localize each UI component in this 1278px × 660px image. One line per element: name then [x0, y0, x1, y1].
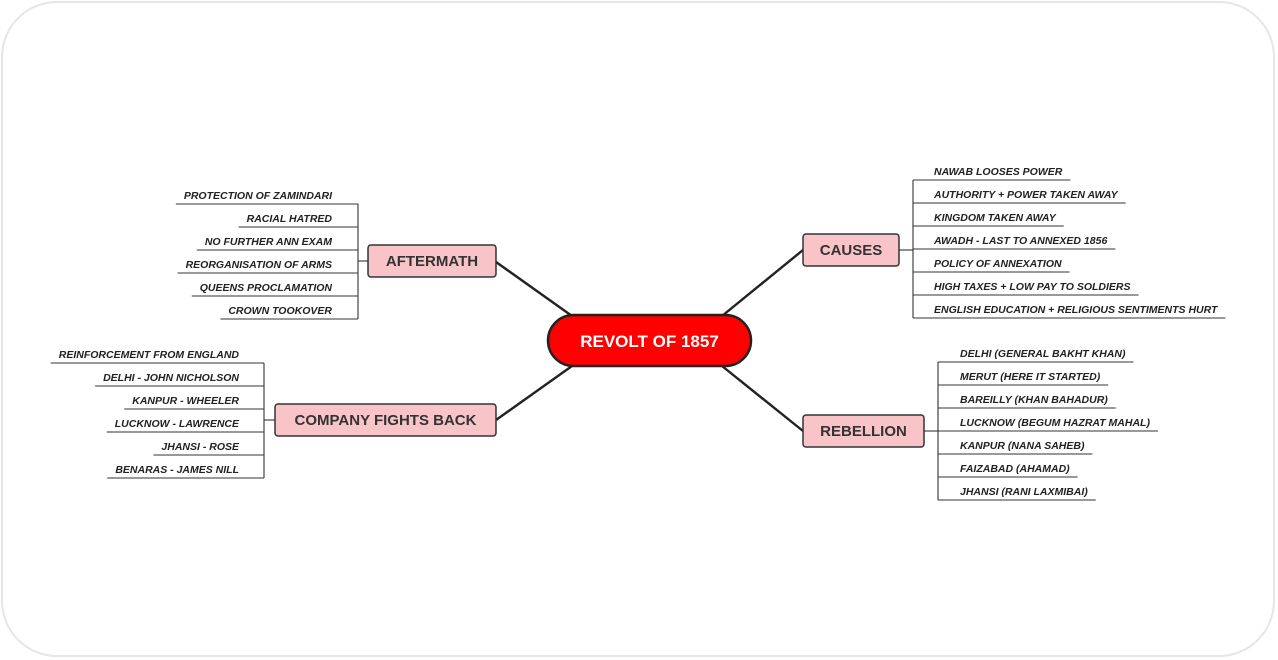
subtopic-item[interactable]: JHANSI - ROSE	[153, 441, 264, 456]
subtopic-item[interactable]: LUCKNOW (BEGUM HAZRAT MAHAL)	[938, 417, 1158, 432]
subtopic-item[interactable]: DELHI (GENERAL BAKHT KHAN)	[938, 348, 1134, 363]
subtopic-label: BAREILLY (KHAN BAHADUR)	[960, 394, 1108, 406]
company-fights-back-subtopics: REINFORCEMENT FROM ENGLAND DELHI - JOHN N…	[50, 349, 275, 479]
subtopic-label: FAIZABAD (AHAMAD)	[960, 463, 1070, 475]
branch-company-fights-back[interactable]: COMPANY FIGHTS BACK	[274, 403, 497, 437]
subtopic-item[interactable]: FAIZABAD (AHAMAD)	[938, 463, 1078, 478]
subtopic-item[interactable]: CROWN TOOKOVER	[220, 305, 358, 320]
subtopic-label: DELHI (GENERAL BAKHT KHAN)	[960, 348, 1126, 360]
subtopic-item[interactable]: NO FURTHER ANN EXAM	[196, 236, 358, 251]
subtopic-label: MERUT (HERE IT STARTED)	[960, 371, 1101, 383]
subtopic-item[interactable]: PROTECTION OF ZAMINDARI	[175, 190, 358, 205]
subtopic-item[interactable]: REINFORCEMENT FROM ENGLAND	[50, 349, 264, 364]
rebellion-subtopics: DELHI (GENERAL BAKHT KHAN) MERUT (HERE IT…	[924, 348, 1158, 501]
central-topic-pill	[546, 313, 753, 368]
subtopic-item[interactable]: AUTHORITY + POWER TAKEN AWAY	[913, 189, 1126, 204]
subtopic-item[interactable]: KANPUR (NANA SAHEB)	[938, 440, 1093, 455]
connector-company	[495, 365, 573, 421]
subtopic-label: LUCKNOW (BEGUM HAZRAT MAHAL)	[960, 417, 1150, 429]
subtopic-item[interactable]: JHANSI (RANI LAXMIBAI)	[938, 486, 1096, 501]
subtopic-label: AWADH - LAST TO ANNEXED 1856	[933, 235, 1107, 247]
subtopic-item[interactable]: KANPUR - WHEELER	[124, 395, 264, 410]
branch-aftermath-label: AFTERMATH	[386, 253, 478, 270]
subtopic-item[interactable]: LUCKNOW - LAWRENCE	[106, 418, 264, 433]
subtopic-label: NAWAB LOOSES POWER	[934, 166, 1063, 178]
subtopic-item[interactable]: POLICY OF ANNEXATION	[913, 258, 1070, 273]
branch-company-fights-back-box	[274, 403, 497, 437]
connector-rebellion	[721, 365, 804, 432]
subtopic-item[interactable]: BAREILLY (KHAN BAHADUR)	[938, 394, 1116, 409]
central-topic[interactable]: REVOLT OF 1857	[546, 313, 753, 368]
aftermath-subtopics: PROTECTION OF ZAMINDARI RACIAL HATRED NO F…	[175, 190, 368, 320]
subtopic-label: LUCKNOW - LAWRENCE	[115, 418, 240, 430]
subtopic-label: PROTECTION OF ZAMINDARI	[184, 190, 333, 202]
subtopic-item[interactable]: AWADH - LAST TO ANNEXED 1856	[913, 235, 1116, 250]
main-connectors	[495, 249, 804, 432]
subtopic-label: JHANSI (RANI LAXMIBAI)	[960, 486, 1088, 498]
subtopic-item[interactable]: NAWAB LOOSES POWER	[913, 166, 1071, 181]
subtopic-label: REORGANISATION OF ARMS	[186, 259, 332, 271]
subtopic-label: POLICY OF ANNEXATION	[934, 258, 1062, 270]
subtopic-label: BENARAS - JAMES NILL	[115, 464, 239, 476]
subtopic-label: AUTHORITY + POWER TAKEN AWAY	[933, 189, 1119, 201]
causes-subtopics: NAWAB LOOSES POWER AUTHORITY + POWER TAKE…	[899, 166, 1226, 319]
subtopic-item[interactable]: ENGLISH EDUCATION + RELIGIOUS SENTIMENTS…	[913, 304, 1226, 319]
subtopic-label: HIGH TAXES + LOW PAY TO SOLDIERS	[934, 281, 1131, 293]
branch-rebellion[interactable]: REBELLION	[802, 414, 925, 448]
connector-aftermath	[495, 261, 573, 317]
subtopic-item[interactable]: HIGH TAXES + LOW PAY TO SOLDIERS	[913, 281, 1139, 296]
branch-causes[interactable]: CAUSES	[802, 233, 900, 267]
subtopic-label: DELHI - JOHN NICHOLSON	[103, 372, 239, 384]
subtopic-label: CROWN TOOKOVER	[228, 305, 332, 317]
branch-rebellion-label: REBELLION	[820, 423, 907, 440]
subtopic-item[interactable]: MERUT (HERE IT STARTED)	[938, 371, 1109, 386]
subtopic-label: NO FURTHER ANN EXAM	[205, 236, 332, 248]
subtopic-label: KANPUR - WHEELER	[132, 395, 239, 407]
subtopic-item[interactable]: KINGDOM TAKEN AWAY	[913, 212, 1064, 227]
connector-causes	[721, 249, 804, 317]
branch-aftermath-box	[367, 244, 497, 278]
branch-company-fights-back-label: COMPANY FIGHTS BACK	[295, 412, 477, 429]
branch-causes-box	[802, 233, 900, 267]
subtopic-label: RACIAL HATRED	[247, 213, 333, 225]
branch-causes-label: CAUSES	[820, 242, 883, 259]
branch-rebellion-box	[802, 414, 925, 448]
branch-aftermath[interactable]: AFTERMATH	[367, 244, 497, 278]
subtopic-item[interactable]: RACIAL HATRED	[238, 213, 358, 228]
subtopic-item[interactable]: REORGANISATION OF ARMS	[177, 259, 358, 274]
subtopic-label: KINGDOM TAKEN AWAY	[934, 212, 1057, 224]
subtopic-label: JHANSI - ROSE	[161, 441, 240, 453]
subtopic-label: ENGLISH EDUCATION + RELIGIOUS SENTIMENTS…	[934, 304, 1219, 316]
subtopic-item[interactable]: DELHI - JOHN NICHOLSON	[95, 372, 264, 387]
central-topic-label: REVOLT OF 1857	[580, 332, 719, 351]
subtopic-item[interactable]: QUEENS PROCLAMATION	[191, 282, 358, 297]
subtopic-item[interactable]: BENARAS - JAMES NILL	[107, 464, 264, 479]
subtopic-label: REINFORCEMENT FROM ENGLAND	[59, 349, 240, 361]
subtopic-label: KANPUR (NANA SAHEB)	[960, 440, 1085, 452]
subtopic-label: QUEENS PROCLAMATION	[200, 282, 333, 294]
